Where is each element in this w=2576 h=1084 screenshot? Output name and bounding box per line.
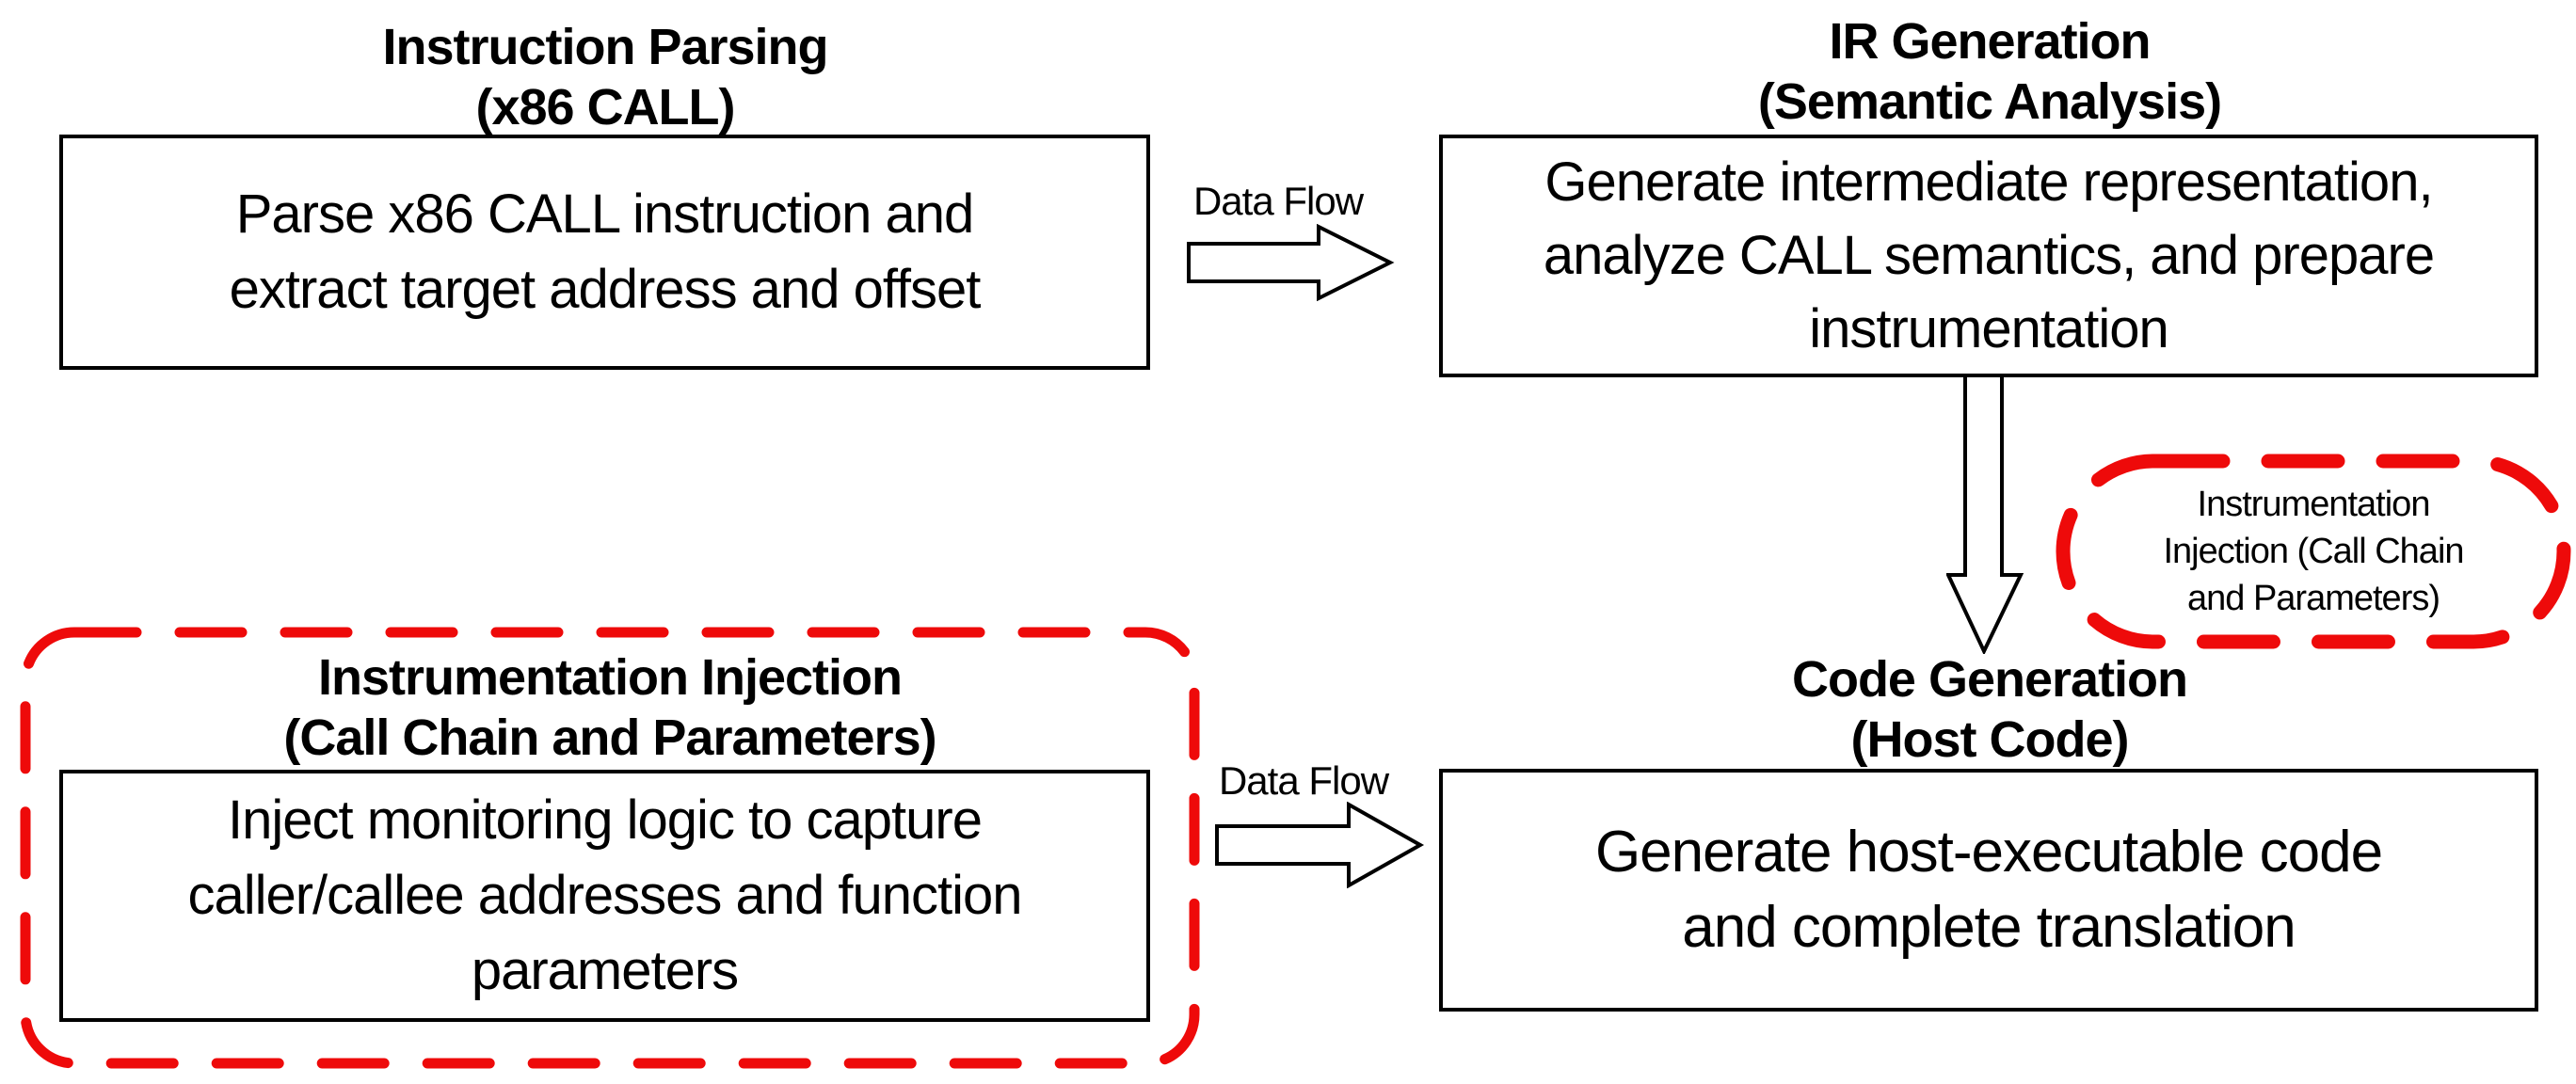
stage-title-instrumentation-injection: Instrumentation Injection (Call Chain an…: [139, 647, 1080, 768]
box-text-line: Inject monitoring logic to capture: [228, 789, 983, 851]
title-line: (x86 CALL): [475, 79, 735, 136]
stage-box-instrumentation-injection: Inject monitoring logic to capture calle…: [59, 770, 1150, 1022]
callout-line: Injection (Call Chain: [2163, 532, 2464, 571]
right-arrow-icon: [1215, 802, 1425, 888]
box-text-line: caller/callee addresses and function: [187, 865, 1022, 926]
box-text-line: and complete translation: [1682, 895, 2296, 960]
box-text-line: Generate host-executable code: [1594, 820, 2383, 885]
stage-box-ir-generation: Generate intermediate representation, an…: [1439, 135, 2538, 377]
box-text-line: analyze CALL semantics, and prepare: [1543, 225, 2435, 286]
title-line: (Semantic Analysis): [1757, 73, 2222, 130]
down-arrow-icon: [1946, 370, 2024, 654]
box-text-line: parameters: [471, 940, 739, 1001]
box-text-line: Parse x86 CALL instruction and: [235, 183, 975, 245]
callout-line: Instrumentation: [2197, 485, 2431, 524]
stage-box-code-generation: Generate host-executable code and comple…: [1439, 769, 2538, 1012]
data-flow-label-top: Data Flow: [1192, 179, 1364, 223]
title-line: Instrumentation Injection: [317, 649, 903, 706]
title-line: IR Generation: [1829, 13, 2151, 70]
box-text-line: Generate intermediate representation,: [1544, 151, 2433, 213]
stage-title-instruction-parsing: Instruction Parsing (x86 CALL): [229, 17, 982, 137]
callout-line: and Parameters): [2186, 579, 2440, 618]
title-line: Instruction Parsing: [382, 19, 828, 75]
box-text-line: instrumentation: [1809, 298, 2169, 359]
title-line: Code Generation: [1791, 651, 2188, 708]
dashed-pill-outline-icon: [2056, 454, 2571, 649]
title-line: (Host Code): [1850, 711, 2130, 768]
dashed-container-outline-icon: [20, 627, 1200, 1069]
box-text-line: extract target address and offset: [229, 259, 982, 320]
stage-box-instruction-parsing: Parse x86 CALL instruction and extract t…: [59, 135, 1150, 370]
data-flow-label-bottom: Data Flow: [1218, 758, 1389, 803]
title-line: (Call Chain and Parameters): [283, 709, 936, 766]
callout-instrumentation-injection: Instrumentation Injection (Call Chain an…: [2102, 466, 2525, 637]
stage-title-code-generation: Code Generation (Host Code): [1566, 649, 2413, 770]
right-arrow-icon: [1187, 224, 1395, 301]
stage-title-ir-generation: IR Generation (Semantic Analysis): [1566, 11, 2413, 132]
